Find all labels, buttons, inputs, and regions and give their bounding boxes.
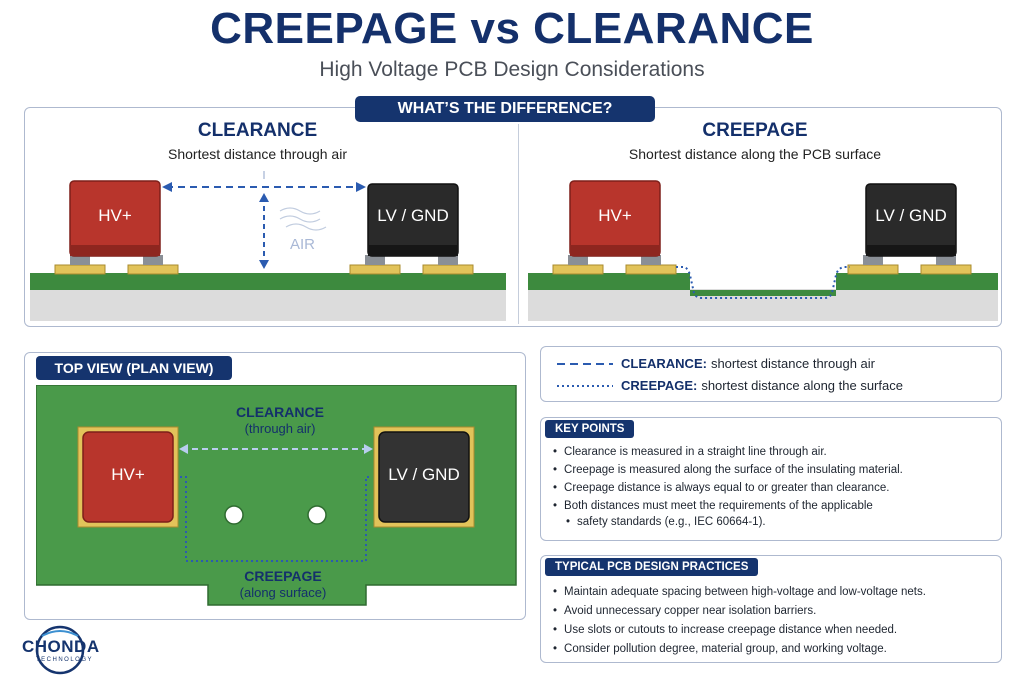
pad (625, 264, 677, 275)
pad (127, 264, 179, 275)
difference-divider (518, 124, 519, 324)
hv-label: HV+ (598, 206, 632, 225)
legend-panel: CLEARANCE: shortest distance through air… (540, 346, 1002, 402)
lv-label: LV / GND (377, 206, 449, 225)
list-item: Clearance is measured in a straight line… (553, 445, 827, 460)
clearance-title: CLEARANCE (197, 120, 318, 141)
creepage-subtitle: Shortest distance along the PCB surface (628, 146, 882, 162)
list-item: Consider pollution degree, material grou… (553, 642, 887, 657)
pad (349, 264, 401, 275)
clearance-subtitle: Shortest distance through air (168, 146, 347, 162)
creepage-path (676, 266, 850, 299)
creepage-title: CREEPAGE (702, 120, 808, 141)
top-creepage-path (180, 476, 372, 562)
top-creepage-sub: (along surface) (239, 585, 327, 600)
legend-clearance: CLEARANCE: shortest distance through air (557, 356, 875, 371)
legend-creepage-desc: shortest distance along the surface (701, 378, 903, 393)
legend-clearance-desc: shortest distance through air (710, 356, 875, 371)
top-view-board (36, 385, 517, 606)
list-item: Both distances must meet the requirement… (553, 499, 873, 514)
clearance-side-view (30, 171, 506, 321)
key-points-label: KEY POINTS (545, 420, 635, 438)
pad (552, 264, 604, 275)
creepage-side-view (528, 180, 998, 321)
top-clearance-title: CLEARANCE (236, 404, 324, 420)
page-subtitle: High Voltage PCB Design Considerations (319, 58, 705, 81)
pcb-green-layer-slotted (528, 273, 998, 296)
list-item: Creepage distance is always equal to or … (553, 481, 889, 496)
logo-tagline: TECHNOLOGY (36, 657, 94, 663)
top-clearance-sub: (through air) (244, 421, 316, 436)
hv-label: HV+ (98, 206, 132, 225)
company-logo (35, 625, 85, 675)
legend-clearance-term: CLEARANCE: (621, 356, 707, 371)
page-title: CREEPAGE vs CLEARANCE (210, 4, 814, 53)
lv-label: LV / GND (875, 206, 947, 225)
pcb-green-layer (30, 273, 506, 290)
practices-label: TYPICAL PCB DESIGN PRACTICES (545, 558, 759, 576)
list-item: Use slots or cutouts to increase creepag… (553, 623, 897, 638)
pad (422, 264, 474, 275)
pcb-substrate (30, 289, 506, 321)
logo-name: CHONDA (22, 637, 100, 656)
top-creepage-title: CREEPAGE (244, 568, 322, 584)
key-points-panel: KEY POINTS Clearance is measured in a st… (540, 417, 1002, 541)
pad (54, 264, 106, 275)
pad (920, 264, 972, 275)
mounting-hole (307, 505, 327, 525)
difference-label: WHAT’S THE DIFFERENCE? (355, 96, 655, 122)
pad (847, 264, 899, 275)
top-hv-label: HV+ (111, 465, 145, 484)
top-lv-label: LV / GND (388, 465, 460, 484)
hv-component-top (82, 431, 174, 523)
lv-component-top (378, 431, 470, 523)
mounting-hole (224, 505, 244, 525)
legend-creepage: CREEPAGE: shortest distance along the su… (557, 378, 903, 393)
top-view-label: TOP VIEW (PLAN VIEW) (36, 356, 232, 380)
list-item: Creepage is measured along the surface o… (553, 463, 903, 478)
air-label: AIR (290, 236, 316, 253)
list-item: safety standards (e.g., IEC 60664-1). (553, 515, 766, 530)
practices-panel: TYPICAL PCB DESIGN PRACTICES Maintain ad… (540, 555, 1002, 663)
list-item: Maintain adequate spacing between high-v… (553, 585, 926, 600)
legend-creepage-term: CREEPAGE: (621, 378, 698, 393)
list-item: Avoid unnecessary copper near isolation … (553, 604, 816, 619)
